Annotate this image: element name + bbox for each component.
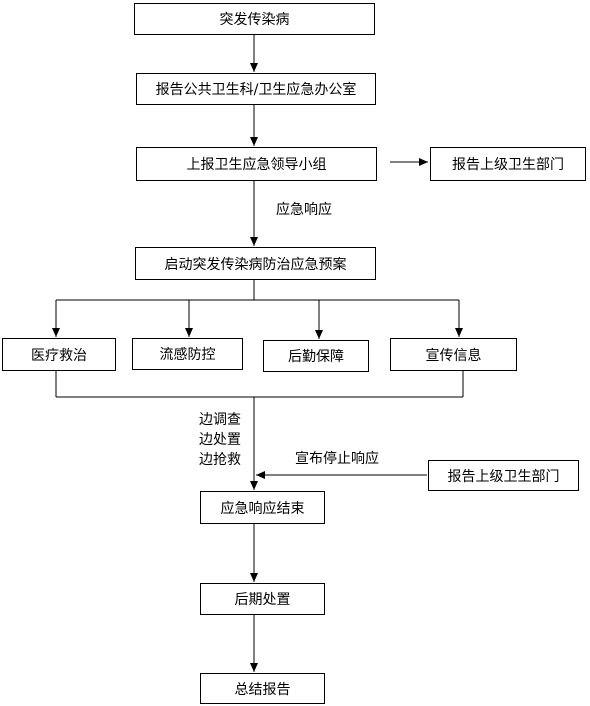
node-outbreak-label: 突发传染病 [219, 12, 290, 28]
node-summary-report-label: 总结报告 [234, 681, 291, 698]
node-response-end-label: 应急响应结束 [220, 500, 305, 517]
node-report-superior-top: 报告上级卫生部门 [430, 147, 586, 181]
node-logistics-label: 后勤保障 [288, 349, 344, 365]
node-report-leadership: 上报卫生应急领导小组 [136, 147, 377, 181]
node-response-end: 应急响应结束 [200, 491, 325, 524]
label-announce-stop: 宣布停止响应 [295, 451, 379, 467]
node-activate-plan: 启动突发传染病防治应急预案 [135, 247, 376, 280]
node-report-superior-bottom-label: 报告上级卫生部门 [447, 468, 560, 485]
node-activate-plan-label: 启动突发传染病防治应急预案 [164, 256, 347, 273]
node-summary-report: 总结报告 [200, 673, 325, 704]
node-aftermath-label: 后期处置 [234, 592, 291, 608]
node-flu-control: 流感防控 [132, 338, 243, 370]
node-report-office: 报告公共卫生科/卫生应急办公室 [136, 73, 376, 105]
node-outbreak: 突发传染病 [134, 3, 375, 35]
label-rescue: 边抢救 [199, 452, 241, 468]
node-publicity: 宣传信息 [390, 338, 517, 371]
node-flu-control-label: 流感防控 [159, 347, 216, 363]
node-medical-treatment: 医疗救治 [2, 338, 116, 371]
node-aftermath: 后期处置 [200, 583, 325, 615]
node-report-office-label: 报告公共卫生科/卫生应急办公室 [155, 82, 357, 98]
label-emergency-response: 应急响应 [276, 202, 332, 218]
node-logistics: 后勤保障 [263, 340, 369, 372]
label-handle: 边处置 [199, 432, 241, 448]
node-medical-treatment-label: 医疗救治 [31, 347, 87, 364]
node-publicity-label: 宣传信息 [425, 347, 482, 364]
node-report-superior-bottom: 报告上级卫生部门 [428, 460, 579, 491]
node-report-superior-top-label: 报告上级卫生部门 [452, 157, 564, 173]
label-investigate: 边调查 [199, 412, 241, 428]
node-report-leadership-label: 上报卫生应急领导小组 [186, 157, 327, 173]
